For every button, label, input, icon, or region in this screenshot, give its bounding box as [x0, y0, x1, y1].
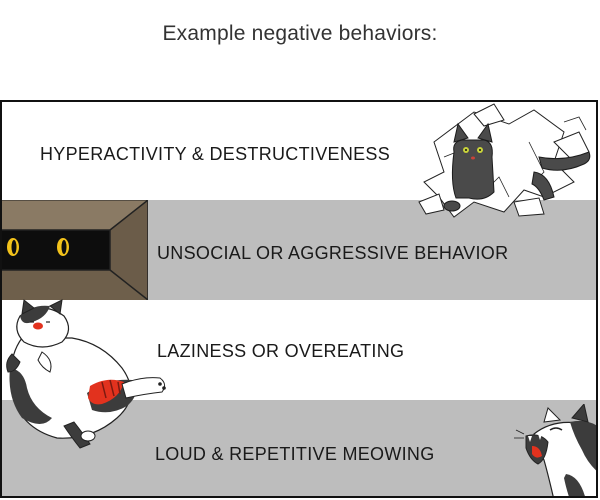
fat-cat-lying-icon — [6, 299, 166, 449]
behaviors-panel: HYPERACTIVITY & DESTRUCTIVENESS UNSOCIAL… — [0, 100, 598, 498]
meowing-cat-icon — [514, 404, 596, 496]
behavior-label: LOUD & REPETITIVE MEOWING — [155, 444, 435, 464]
behavior-label: LAZINESS OR OVEREATING — [157, 341, 405, 361]
page-title: Example negative behaviors: — [162, 22, 438, 45]
behavior-label: HYPERACTIVITY & DESTRUCTIVENESS — [40, 144, 391, 164]
behavior-label: UNSOCIAL OR AGGRESSIVE BEHAVIOR — [157, 243, 509, 263]
cat-shredding-paper-icon — [418, 103, 591, 218]
eyes-in-dark-box-icon — [2, 200, 148, 300]
behavior-row-unsocial: UNSOCIAL OR AGGRESSIVE BEHAVIOR — [2, 200, 596, 300]
